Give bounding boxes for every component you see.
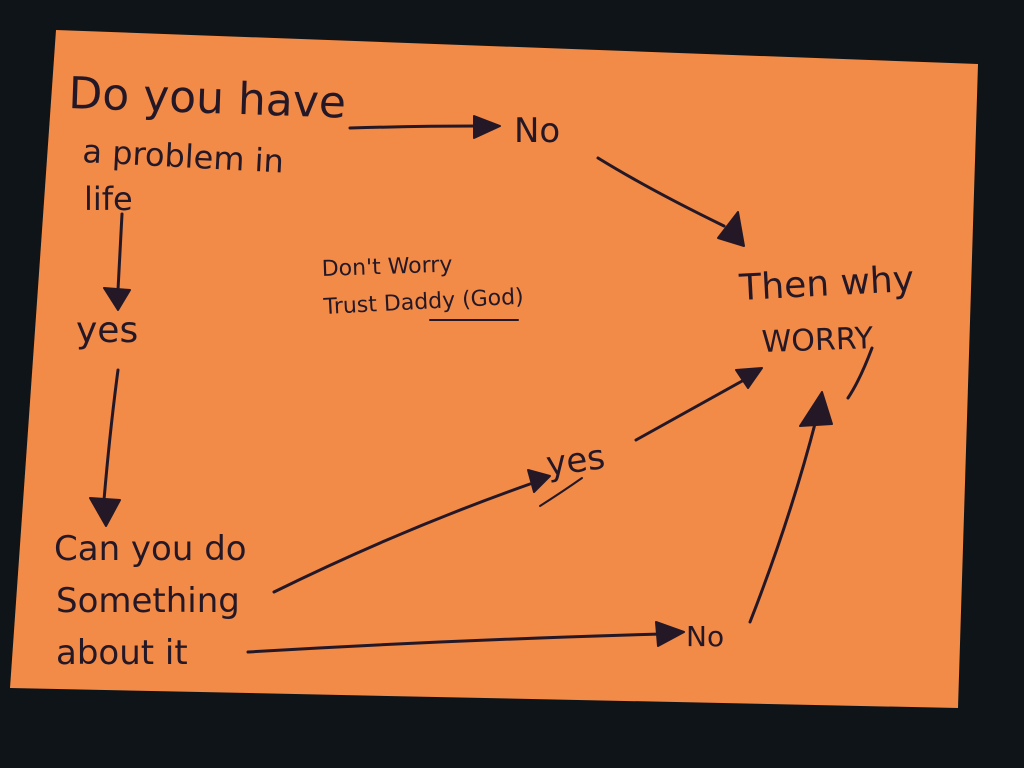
arrow-no-to-conclusion-bottom — [748, 391, 833, 624]
flowchart-arrows — [89, 115, 874, 654]
arrow-no-to-conclusion — [596, 156, 745, 247]
second-question-line1: Can you do — [54, 529, 247, 569]
arrow-yes-to-conclusion — [634, 367, 763, 442]
conclusion-flourish — [846, 346, 874, 400]
answer-no-top: No — [514, 111, 560, 151]
answer-yes-left: yes — [76, 310, 138, 351]
second-question-line2: Something — [56, 581, 240, 621]
yes-middle-underline — [539, 477, 583, 507]
arrow-second-to-yes — [272, 469, 551, 594]
arrow-yes-to-second-question — [89, 368, 121, 527]
start-question-line1: Do you have — [68, 68, 347, 129]
conclusion-line2: WORRY — [761, 321, 874, 360]
answer-yes-middle: yes — [544, 437, 608, 485]
arrow-start-to-no — [348, 115, 501, 139]
orange-paper-sheet — [10, 30, 978, 708]
second-question-line3: about it — [56, 633, 188, 673]
arrow-start-to-yes — [103, 212, 131, 311]
second-question: Can you do Something about it — [54, 529, 247, 673]
conclusion-line1: Then why — [737, 259, 915, 309]
conclusion: Then why WORRY — [737, 259, 915, 360]
start-question-line3: life — [84, 180, 133, 218]
arrow-second-to-no — [246, 621, 685, 654]
side-note-line1: Don't Worry — [321, 252, 452, 282]
answer-no-bottom: No — [686, 620, 724, 653]
